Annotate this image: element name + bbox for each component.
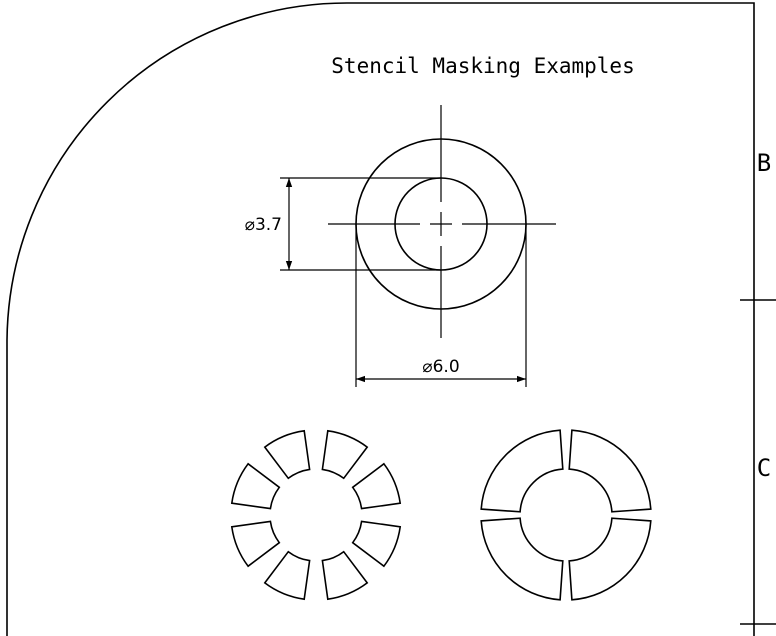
inner-diameter-label: ⌀3.7 bbox=[245, 215, 282, 235]
sheet-border bbox=[6, 2, 755, 636]
mask-segment bbox=[568, 429, 652, 513]
outer-diameter-label: ⌀6.0 bbox=[422, 357, 459, 377]
inner-diameter-dimension: ⌀3.7 bbox=[245, 177, 441, 271]
outer-diameter-dimension: ⌀6.0 bbox=[355, 224, 527, 387]
mask-segment bbox=[351, 520, 402, 568]
mask-segment bbox=[480, 517, 564, 601]
mask-segment bbox=[321, 429, 369, 480]
center-lines bbox=[328, 105, 556, 338]
four-segment-mask bbox=[480, 429, 652, 601]
mask-segment bbox=[263, 429, 311, 480]
eight-segment-mask bbox=[230, 429, 402, 601]
mask-segment bbox=[568, 517, 652, 601]
drawing-title: Stencil Masking Examples bbox=[331, 54, 634, 78]
mask-segment bbox=[230, 462, 281, 510]
zone-label-b: B bbox=[757, 149, 771, 177]
mask-segment bbox=[321, 550, 369, 601]
mask-segment bbox=[230, 520, 281, 568]
mask-segment bbox=[480, 429, 564, 513]
zone-label-c: C bbox=[757, 454, 771, 482]
mask-segment bbox=[263, 550, 311, 601]
mask-segment bbox=[351, 462, 402, 510]
